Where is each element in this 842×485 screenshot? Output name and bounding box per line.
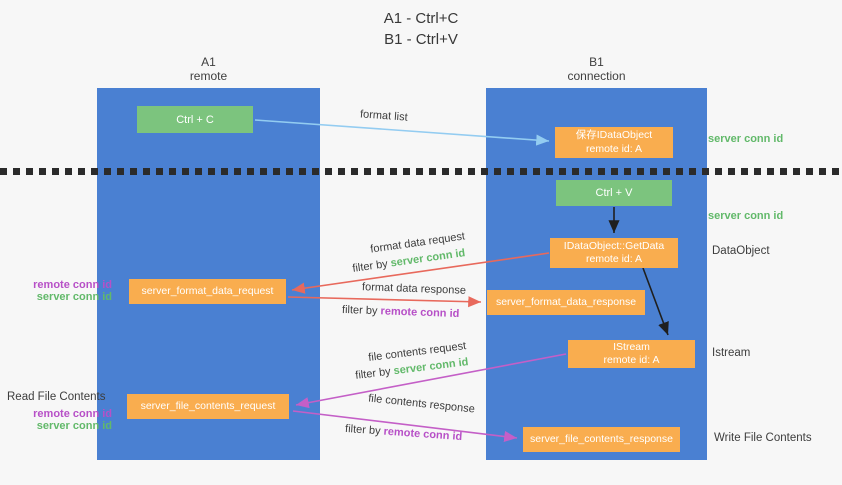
file-conn-ids-annotation: remote conn id server conn id <box>0 408 112 432</box>
server-conn-id-annotation-mid: server conn id <box>708 210 784 222</box>
lifeline-header-a1: A1 remote <box>97 55 320 83</box>
istream-box: IStream remote id: A <box>568 340 695 368</box>
format-data-request-filter-label: filter by server conn id <box>352 247 466 275</box>
ctrl-c-box: Ctrl + C <box>137 106 253 133</box>
server-conn-id-annotation: server conn id <box>36 420 112 432</box>
getdata-line2: remote id: A <box>585 253 643 265</box>
dataobject-annotation: DataObject <box>712 245 770 257</box>
server-format-data-request-box: server_format_data_request <box>129 279 286 304</box>
lifeline-a1-role: remote <box>189 69 228 83</box>
file-contents-response-filter-label: filter by remote conn id <box>345 423 463 443</box>
write-file-contents-annotation: Write File Contents <box>714 432 812 444</box>
server-file-contents-request-box: server_file_contents_request <box>127 394 289 419</box>
istream-line2: remote id: A <box>603 354 660 366</box>
server-file-contents-response-box: server_file_contents_response <box>523 427 680 452</box>
istream-annotation: Istream <box>712 347 751 359</box>
getdata-line1: IDataObject::GetData <box>563 239 665 252</box>
filter-by-text: filter by <box>351 257 392 275</box>
session-divider-dotted-line <box>0 168 842 175</box>
ctrl-v-label: Ctrl + V <box>595 187 633 199</box>
lifeline-b1-role: connection <box>567 69 626 83</box>
save-dataobject-line2: remote id: A <box>585 142 643 155</box>
server-file-contents-response-label: server_file_contents_response <box>529 432 673 445</box>
remote-conn-id-annotation: remote conn id <box>33 408 112 420</box>
remote-conn-id-text: remote conn id <box>380 305 460 321</box>
getdata-box: IDataObject::GetData remote id: A <box>550 238 678 268</box>
server-format-data-response-box: server_format_data_response <box>487 290 645 315</box>
format-list-label: format list <box>359 108 409 124</box>
filter-by-text: filter by <box>341 303 381 318</box>
save-dataobject-line1: 保存IDataObject <box>575 129 653 142</box>
server-conn-id-annotation: server conn id <box>36 291 112 303</box>
server-conn-id-annotation-top: server conn id <box>708 133 784 145</box>
ctrl-c-label: Ctrl + C <box>176 113 214 126</box>
remote-conn-id-annotation: remote conn id <box>33 279 112 291</box>
lifeline-b1-name: B1 <box>589 55 604 69</box>
title-line-1: A1 - Ctrl+C <box>383 10 459 27</box>
istream-line1: IStream <box>613 340 650 353</box>
remote-conn-id-text: remote conn id <box>383 425 463 444</box>
lifeline-a1-name: A1 <box>201 55 216 69</box>
read-file-contents-annotation: Read File Contents <box>7 391 106 403</box>
filter-by-text: filter by <box>354 365 395 382</box>
format-data-response-label: format data response <box>361 281 467 297</box>
format-data-response-filter-label: filter by remote conn id <box>342 304 460 320</box>
format-conn-ids-annotation: remote conn id server conn id <box>0 279 112 303</box>
title-line-2: B1 - Ctrl+V <box>384 31 458 48</box>
diagram-title: A1 - Ctrl+C B1 - Ctrl+V <box>0 8 842 50</box>
save-dataobject-box: 保存IDataObject remote id: A <box>555 127 673 158</box>
filter-by-text: filter by <box>344 422 384 438</box>
file-contents-response-label: file contents response <box>367 392 476 416</box>
lifeline-header-b1: B1 connection <box>486 55 707 83</box>
ctrl-v-box: Ctrl + V <box>556 180 672 206</box>
server-file-contents-request-label: server_file_contents_request <box>140 399 276 412</box>
server-format-data-response-label: server_format_data_response <box>495 295 637 308</box>
server-format-data-request-label: server_format_data_request <box>141 284 274 297</box>
